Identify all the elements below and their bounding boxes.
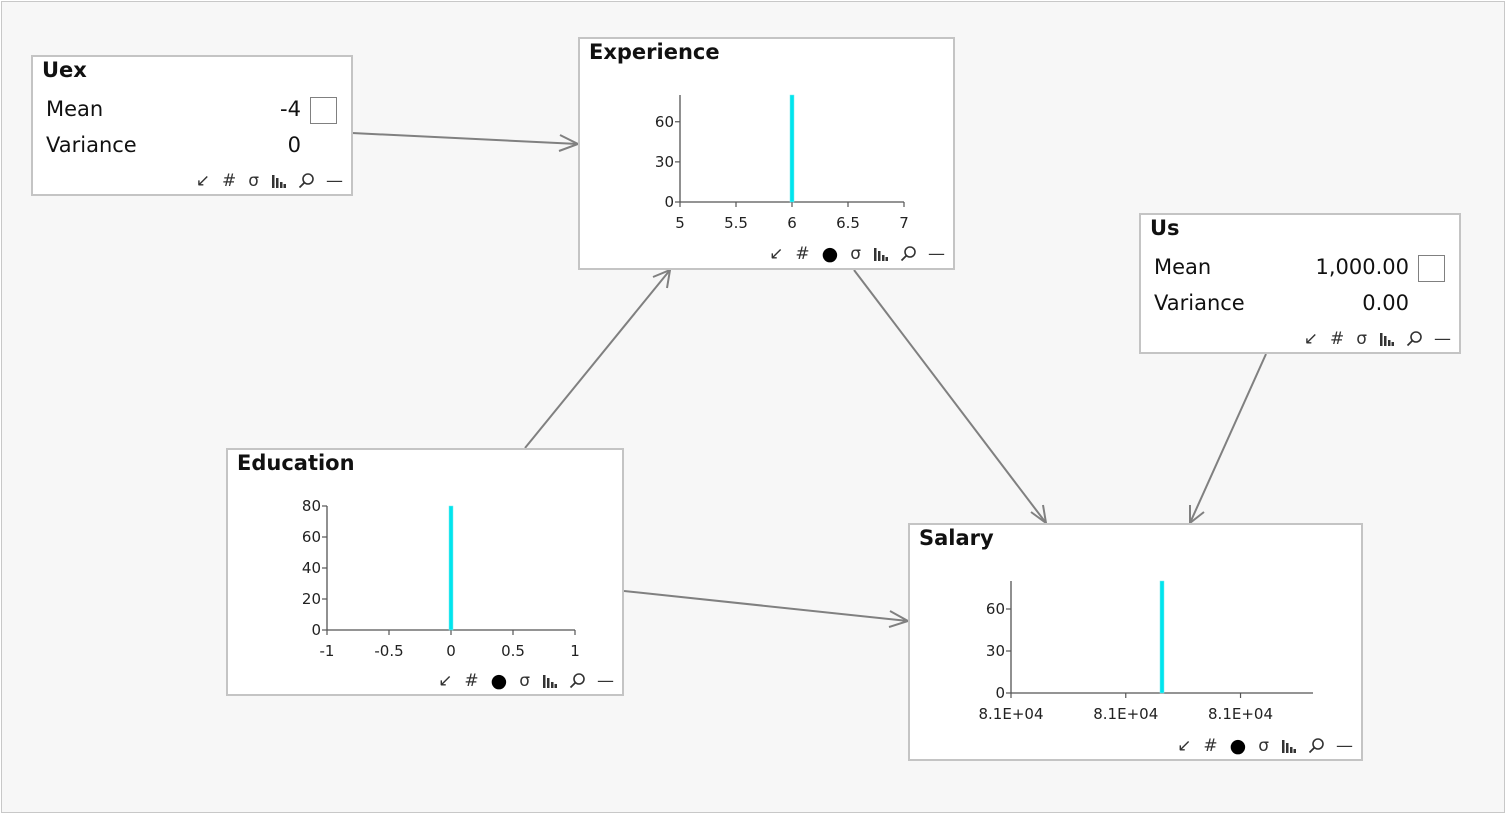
x-tick-label: 6 bbox=[787, 214, 797, 232]
hash-icon[interactable]: # bbox=[464, 671, 479, 691]
histogram-icon[interactable] bbox=[542, 674, 557, 688]
node-us[interactable]: Us Mean 1,000.00 Variance 0.00 ↙ # σ — bbox=[1139, 213, 1461, 354]
mean-label: Mean bbox=[1154, 255, 1212, 279]
node-title: Experience bbox=[589, 40, 720, 64]
node-toolbar: ↙ # ● σ — bbox=[1165, 735, 1353, 757]
y-tick-label: 20 bbox=[302, 590, 321, 608]
minus-icon[interactable]: — bbox=[928, 244, 945, 264]
histogram-icon[interactable] bbox=[873, 247, 888, 261]
link-experience-salary[interactable] bbox=[853, 269, 1048, 526]
salary-histogram: 0 30 60 8.1E+04 8.1E+04 8.1E+04 bbox=[979, 580, 1313, 723]
hash-icon[interactable]: # bbox=[1203, 736, 1218, 756]
y-tick-label: 0 bbox=[995, 684, 1005, 702]
magnifier-icon[interactable] bbox=[1308, 738, 1324, 754]
node-title: Education bbox=[237, 451, 355, 475]
hash-icon[interactable]: # bbox=[221, 171, 237, 191]
link-education-experience[interactable] bbox=[524, 268, 672, 449]
histogram-bar bbox=[1159, 580, 1165, 694]
variance-value: 0.00 bbox=[1362, 291, 1409, 315]
y-tick-label: 40 bbox=[302, 559, 321, 577]
mean-label: Mean bbox=[46, 97, 104, 121]
minus-icon[interactable]: — bbox=[1336, 736, 1353, 756]
x-tick-label: 6.5 bbox=[836, 214, 860, 232]
sigma-icon[interactable]: σ bbox=[248, 171, 259, 191]
sigma-icon[interactable]: σ bbox=[1356, 329, 1367, 349]
mean-evidence-checkbox[interactable] bbox=[1418, 255, 1445, 282]
x-tick-label: 8.1E+04 bbox=[1093, 705, 1158, 723]
y-tick-label: 0 bbox=[664, 193, 674, 211]
minus-icon[interactable]: — bbox=[1434, 329, 1451, 349]
x-tick-label: 8.1E+04 bbox=[979, 705, 1044, 723]
arrow-in-icon[interactable]: ↙ bbox=[1303, 329, 1318, 349]
x-tick-label: -0.5 bbox=[374, 642, 403, 660]
x-tick-label: 5.5 bbox=[724, 214, 748, 232]
experience-histogram: 0 30 60 5 5.5 6 6.5 7 bbox=[655, 94, 909, 232]
y-tick-label: 60 bbox=[302, 528, 321, 546]
variance-label: Variance bbox=[46, 133, 137, 157]
mean-value: 1,000.00 bbox=[1315, 255, 1409, 279]
y-tick-label: 80 bbox=[302, 497, 321, 515]
sigma-icon[interactable]: σ bbox=[519, 671, 530, 691]
mean-evidence-checkbox[interactable] bbox=[310, 97, 337, 124]
x-tick-label: 0 bbox=[446, 642, 456, 660]
x-tick-label: 8.1E+04 bbox=[1208, 705, 1273, 723]
node-title: Salary bbox=[919, 526, 994, 550]
node-title: Us bbox=[1150, 216, 1180, 240]
minus-icon[interactable]: — bbox=[597, 671, 614, 691]
hash-icon[interactable]: # bbox=[1329, 329, 1345, 349]
mean-value: -4 bbox=[280, 97, 301, 121]
arrow-in-icon[interactable]: ↙ bbox=[769, 244, 784, 264]
node-toolbar: ↙ # ● σ — bbox=[757, 243, 945, 265]
link-education-salary[interactable] bbox=[623, 590, 911, 628]
y-tick-label: 0 bbox=[311, 621, 321, 639]
magnifier-icon[interactable] bbox=[298, 173, 314, 189]
x-tick-label: -1 bbox=[320, 642, 335, 660]
histogram-icon[interactable] bbox=[1379, 332, 1394, 346]
y-tick-label: 60 bbox=[655, 113, 674, 131]
histogram-icon[interactable] bbox=[1281, 739, 1296, 753]
link-us-salary[interactable] bbox=[1189, 353, 1267, 526]
minus-icon[interactable]: — bbox=[326, 171, 343, 191]
y-tick-label: 60 bbox=[986, 600, 1005, 618]
arrow-in-icon[interactable]: ↙ bbox=[195, 171, 210, 191]
hash-icon[interactable]: # bbox=[795, 244, 810, 264]
y-tick-label: 30 bbox=[655, 153, 674, 171]
x-tick-label: 7 bbox=[899, 214, 909, 232]
node-education[interactable]: Education 0 20 40 60 80 -1 -0.5 0 0.5 1 ↙ # ● σ — bbox=[226, 448, 624, 696]
variance-value: 0 bbox=[287, 133, 301, 157]
node-toolbar: ↙ # σ — bbox=[1292, 328, 1451, 350]
magnifier-icon[interactable] bbox=[569, 673, 585, 689]
sigma-icon[interactable]: σ bbox=[850, 244, 861, 264]
node-experience[interactable]: Experience 0 30 60 5 5.5 6 6.5 7 ↙ # ● σ — bbox=[578, 37, 955, 270]
node-toolbar: ↙ # ● σ — bbox=[426, 670, 614, 692]
arrow-in-icon[interactable]: ↙ bbox=[1177, 736, 1192, 756]
y-tick-label: 30 bbox=[986, 642, 1005, 660]
node-uex[interactable]: Uex Mean -4 Variance 0 ↙ # σ — bbox=[31, 55, 353, 196]
education-histogram: 0 20 40 60 80 -1 -0.5 0 0.5 1 bbox=[302, 497, 580, 660]
arrow-in-icon[interactable]: ↙ bbox=[438, 671, 453, 691]
sigma-icon[interactable]: σ bbox=[1258, 736, 1269, 756]
histogram-icon[interactable] bbox=[271, 174, 286, 188]
dot-icon[interactable]: ● bbox=[1229, 735, 1247, 757]
histogram-bar bbox=[789, 94, 795, 203]
link-uex-experience[interactable] bbox=[351, 132, 581, 152]
dot-icon[interactable]: ● bbox=[821, 243, 839, 265]
node-title: Uex bbox=[42, 58, 87, 82]
x-tick-label: 1 bbox=[570, 642, 580, 660]
histogram-bar bbox=[448, 505, 454, 631]
x-tick-label: 5 bbox=[675, 214, 685, 232]
dot-icon[interactable]: ● bbox=[490, 670, 508, 692]
magnifier-icon[interactable] bbox=[1406, 331, 1422, 347]
variance-label: Variance bbox=[1154, 291, 1245, 315]
node-toolbar: ↙ # σ — bbox=[184, 170, 343, 192]
magnifier-icon[interactable] bbox=[900, 246, 916, 262]
x-tick-label: 0.5 bbox=[501, 642, 525, 660]
node-salary[interactable]: Salary 0 30 60 8.1E+04 8.1E+04 8.1E+04 ↙ # ● … bbox=[908, 523, 1363, 761]
